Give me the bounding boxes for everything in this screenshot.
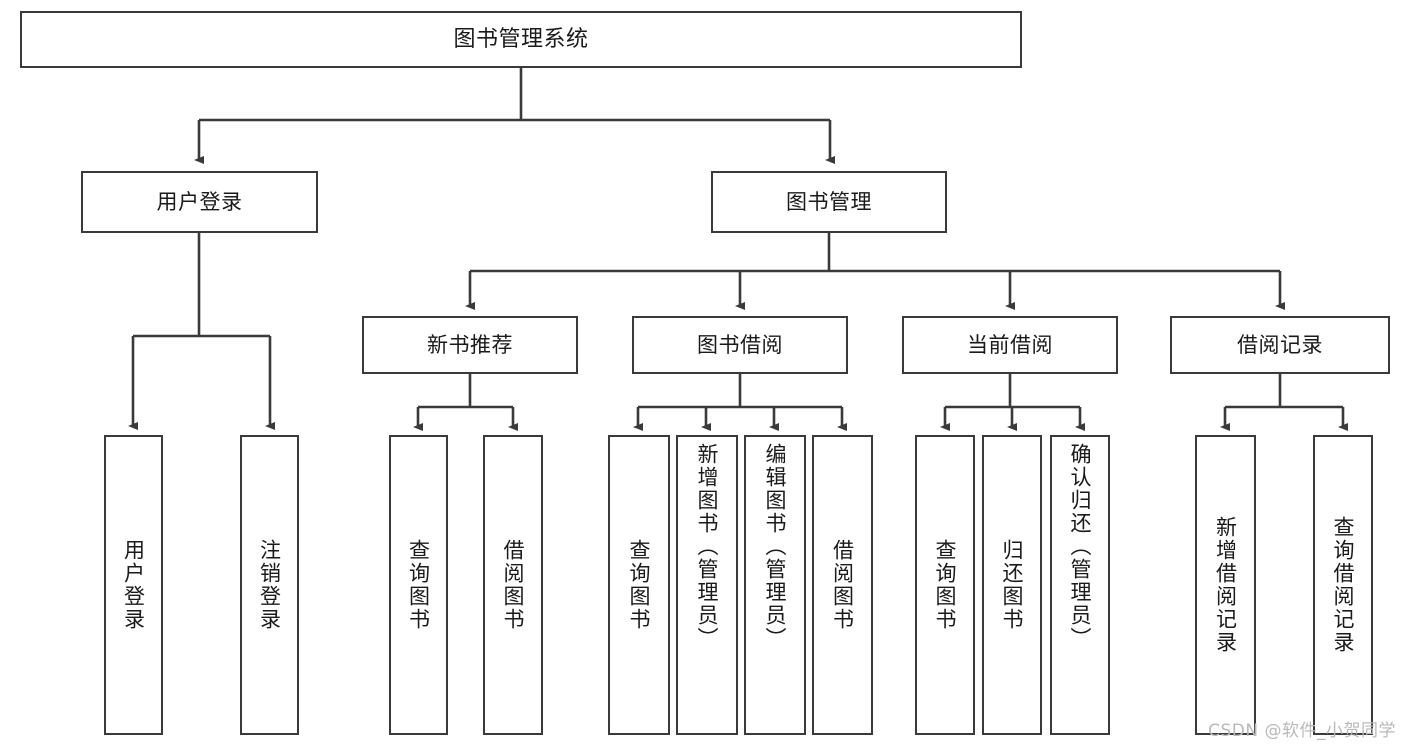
node-new-book-recommend-label: 新书推荐 bbox=[427, 332, 513, 357]
node-book-borrow-label: 图书借阅 bbox=[697, 332, 783, 357]
node-leaf-add-borrow-record[interactable]: 新增借阅记录 bbox=[1195, 435, 1256, 735]
node-book-management[interactable]: 图书管理 bbox=[711, 171, 947, 233]
node-leaf-borrow-book-2-label: 借阅图书 bbox=[830, 539, 855, 631]
node-leaf-add-book-label: 新增图书（管理员） bbox=[695, 443, 720, 650]
node-leaf-add-book[interactable]: 新增图书（管理员） bbox=[676, 435, 738, 735]
node-leaf-query-book-1-label: 查询图书 bbox=[406, 539, 431, 631]
node-leaf-borrow-book-1[interactable]: 借阅图书 bbox=[483, 435, 543, 735]
csdn-watermark: CSDN @软件_小贺同学 bbox=[1208, 721, 1396, 741]
node-leaf-borrow-book-1-label: 借阅图书 bbox=[501, 539, 526, 631]
node-book-borrow[interactable]: 图书借阅 bbox=[632, 316, 848, 374]
node-current-borrow-label: 当前借阅 bbox=[967, 332, 1053, 357]
node-leaf-user-login[interactable]: 用户登录 bbox=[104, 435, 163, 735]
node-leaf-query-book-2-label: 查询图书 bbox=[627, 539, 652, 631]
node-borrow-record[interactable]: 借阅记录 bbox=[1170, 316, 1390, 374]
node-leaf-borrow-book-2[interactable]: 借阅图书 bbox=[812, 435, 873, 735]
node-current-borrow[interactable]: 当前借阅 bbox=[902, 316, 1118, 374]
node-borrow-record-label: 借阅记录 bbox=[1237, 332, 1323, 357]
node-leaf-return-book-label: 归还图书 bbox=[1000, 539, 1025, 631]
node-user-login[interactable]: 用户登录 bbox=[81, 171, 318, 233]
node-leaf-query-borrow-record[interactable]: 查询借阅记录 bbox=[1313, 435, 1373, 735]
node-root[interactable]: 图书管理系统 bbox=[20, 11, 1022, 68]
node-new-book-recommend[interactable]: 新书推荐 bbox=[362, 316, 578, 374]
node-leaf-query-book-3[interactable]: 查询图书 bbox=[915, 435, 975, 735]
node-user-login-label: 用户登录 bbox=[156, 189, 243, 214]
node-leaf-user-login-label: 用户登录 bbox=[121, 539, 146, 631]
node-leaf-query-book-3-label: 查询图书 bbox=[933, 539, 958, 631]
node-leaf-query-borrow-record-label: 查询借阅记录 bbox=[1331, 516, 1356, 654]
node-leaf-logout-label: 注销登录 bbox=[257, 539, 282, 631]
node-leaf-return-book[interactable]: 归还图书 bbox=[982, 435, 1042, 735]
node-leaf-edit-book[interactable]: 编辑图书（管理员） bbox=[744, 435, 806, 735]
node-leaf-query-book-2[interactable]: 查询图书 bbox=[608, 435, 670, 735]
node-root-label: 图书管理系统 bbox=[453, 26, 589, 52]
node-leaf-edit-book-label: 编辑图书（管理员） bbox=[763, 443, 788, 650]
node-leaf-confirm-return[interactable]: 确认归还（管理员） bbox=[1050, 435, 1110, 735]
node-leaf-logout[interactable]: 注销登录 bbox=[240, 435, 299, 735]
node-leaf-confirm-return-label: 确认归还（管理员） bbox=[1068, 443, 1093, 650]
node-leaf-add-borrow-record-label: 新增借阅记录 bbox=[1213, 516, 1238, 654]
node-leaf-query-book-1[interactable]: 查询图书 bbox=[389, 435, 448, 735]
node-book-management-label: 图书管理 bbox=[786, 189, 872, 214]
